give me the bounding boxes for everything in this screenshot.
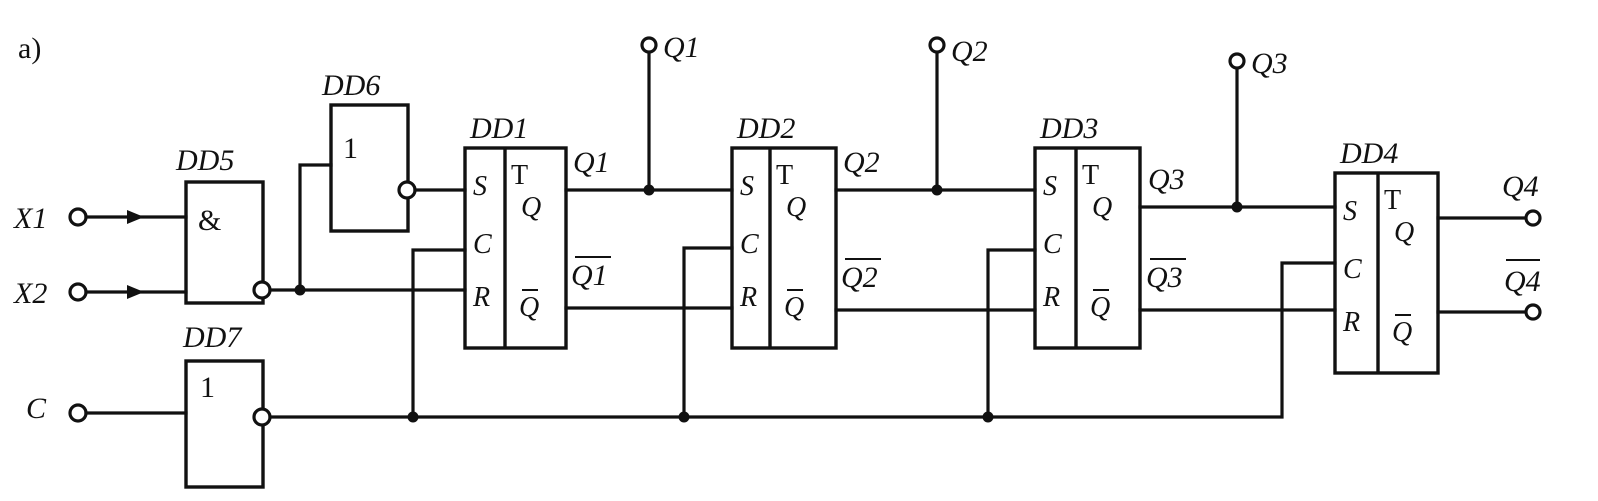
flipflop-dd1-pin-s: S — [473, 171, 487, 202]
output-q4: Q4 — [1436, 170, 1542, 227]
flipflop-dd3-type: T — [1082, 160, 1099, 191]
wire-clock-bus — [268, 261, 1337, 419]
gate-dd5-name: DD5 — [175, 144, 234, 177]
flipflop-dd2-out-q-label: Q2 — [843, 146, 880, 179]
flipflop-dd3-body — [1033, 146, 1142, 350]
output-q4-inv-terminal[interactable] — [1524, 303, 1542, 321]
input-clock-terminal[interactable] — [68, 403, 88, 423]
flipflop-dd1-body — [463, 146, 568, 350]
wire-dd5-to-dd6 — [298, 163, 333, 292]
wire-clock-dd2 — [682, 246, 734, 419]
flipflop-dd1-pin-c: C — [473, 229, 492, 260]
gate-dd7-inversion-bubble — [252, 407, 272, 427]
junction-tap-q2 — [931, 184, 943, 196]
wire-clock-dd1 — [411, 248, 467, 419]
arrow-x1-icon — [127, 210, 144, 224]
flipflop-dd4-pin-c: C — [1343, 254, 1362, 285]
flipflop-dd2-name: DD2 — [736, 112, 795, 145]
flipflop-dd1-out-qn-label: Q1 — [571, 259, 608, 292]
flipflop-dd3-out-qn-label: Q3 — [1146, 261, 1183, 294]
output-q4-inv-label: Q4 — [1504, 265, 1541, 298]
input-clock: C — [26, 392, 188, 425]
flipflop-dd4-body — [1333, 171, 1440, 375]
input-x2-label: X2 — [13, 277, 47, 310]
flipflop-dd1-name: DD1 — [469, 112, 528, 145]
input-x1-terminal[interactable] — [68, 207, 88, 227]
flipflop-dd3-pin-qn: Q — [1090, 292, 1110, 323]
flipflop-dd4-pin-s: S — [1343, 196, 1357, 227]
flipflop-dd3-out-q-label: Q3 — [1148, 163, 1185, 196]
flipflop-dd2-pin-c: C — [740, 229, 759, 260]
gate-dd5-body — [184, 180, 265, 305]
gate-dd5: DD5 & — [175, 144, 272, 305]
flipflop-dd4-pin-qn: Q — [1392, 317, 1412, 348]
tap-q2-label: Q2 — [951, 35, 988, 68]
arrow-x2-icon — [127, 285, 144, 299]
tap-q1-terminal[interactable] — [640, 36, 658, 54]
flipflop-dd4-name: DD4 — [1339, 137, 1398, 170]
gate-dd6-symbol: 1 — [343, 132, 358, 165]
gate-dd5-inversion-bubble — [252, 280, 272, 300]
input-clock-label: C — [26, 392, 47, 425]
flipflop-dd1-pin-q: Q — [521, 192, 541, 223]
flipflop-dd2-pin-q: Q — [786, 192, 806, 223]
flipflop-dd1-pin-qn: Q — [519, 292, 539, 323]
flipflop-dd2-type: T — [776, 160, 793, 191]
gate-dd7-body — [184, 359, 265, 489]
flipflop-dd3-pin-s: S — [1043, 171, 1057, 202]
output-q4-label: Q4 — [1502, 170, 1539, 203]
gate-dd7: DD7 1 — [182, 321, 272, 489]
gate-dd7-symbol: 1 — [200, 371, 215, 404]
flipflop-dd3-pin-q: Q — [1092, 192, 1112, 223]
junction-clock-dd3 — [982, 411, 994, 423]
junction-dd5 — [294, 284, 306, 296]
flipflop-dd1-type: T — [511, 160, 528, 191]
flipflop-dd3-name: DD3 — [1039, 112, 1098, 145]
tap-q2-terminal[interactable] — [928, 36, 946, 54]
tap-q2: Q2 — [928, 35, 988, 196]
input-x2: X2 — [13, 277, 188, 310]
flipflop-dd2-pin-r: R — [739, 282, 757, 313]
input-x1-label: X1 — [13, 202, 47, 235]
output-q4-inv: Q4 — [1436, 259, 1542, 321]
flipflop-dd3-pin-c: C — [1043, 229, 1062, 260]
tap-q1-label: Q1 — [663, 31, 700, 64]
gate-dd6-name: DD6 — [321, 69, 380, 102]
flipflop-dd4-pin-r: R — [1342, 307, 1360, 338]
gate-dd6-body — [329, 103, 410, 233]
gate-dd6-inversion-bubble — [397, 180, 417, 200]
flipflop-dd2-body — [730, 146, 838, 350]
gate-dd6: DD6 1 — [321, 69, 417, 233]
output-q4-terminal[interactable] — [1524, 209, 1542, 227]
flipflops: DD1SCRTQQQ1Q1DD2SCRTQQQ2Q2DD3SCRTQQQ3Q3D… — [463, 112, 1440, 375]
flipflop-dd1-pin-r: R — [472, 282, 490, 313]
flipflop-dd2-out-qn-label: Q2 — [841, 261, 878, 294]
gate-dd7-name: DD7 — [182, 321, 243, 354]
flipflop-dd2-pin-s: S — [740, 171, 754, 202]
flipflop-dd3-pin-r: R — [1042, 282, 1060, 313]
flipflop-dd2-pin-qn: Q — [784, 292, 804, 323]
junction-tap-q3 — [1231, 201, 1243, 213]
flipflop-dd4-type: T — [1384, 185, 1401, 216]
tap-q3: Q3 — [1228, 47, 1288, 213]
junction-clock-dd2 — [678, 411, 690, 423]
junction-tap-q1 — [643, 184, 655, 196]
wire-clock-dd3 — [986, 248, 1037, 419]
flipflop-dd1-out-q-label: Q1 — [573, 146, 610, 179]
input-x1: X1 — [13, 202, 188, 235]
figure-label: a) — [18, 32, 41, 65]
tap-q3-terminal[interactable] — [1228, 52, 1246, 70]
flipflop-dd4-pin-q: Q — [1394, 217, 1414, 248]
tap-q1: Q1 — [640, 31, 700, 196]
gate-dd5-symbol: & — [198, 204, 221, 237]
tap-q3-label: Q3 — [1251, 47, 1288, 80]
input-x2-terminal[interactable] — [68, 282, 88, 302]
junction-clock-dd1 — [407, 411, 419, 423]
